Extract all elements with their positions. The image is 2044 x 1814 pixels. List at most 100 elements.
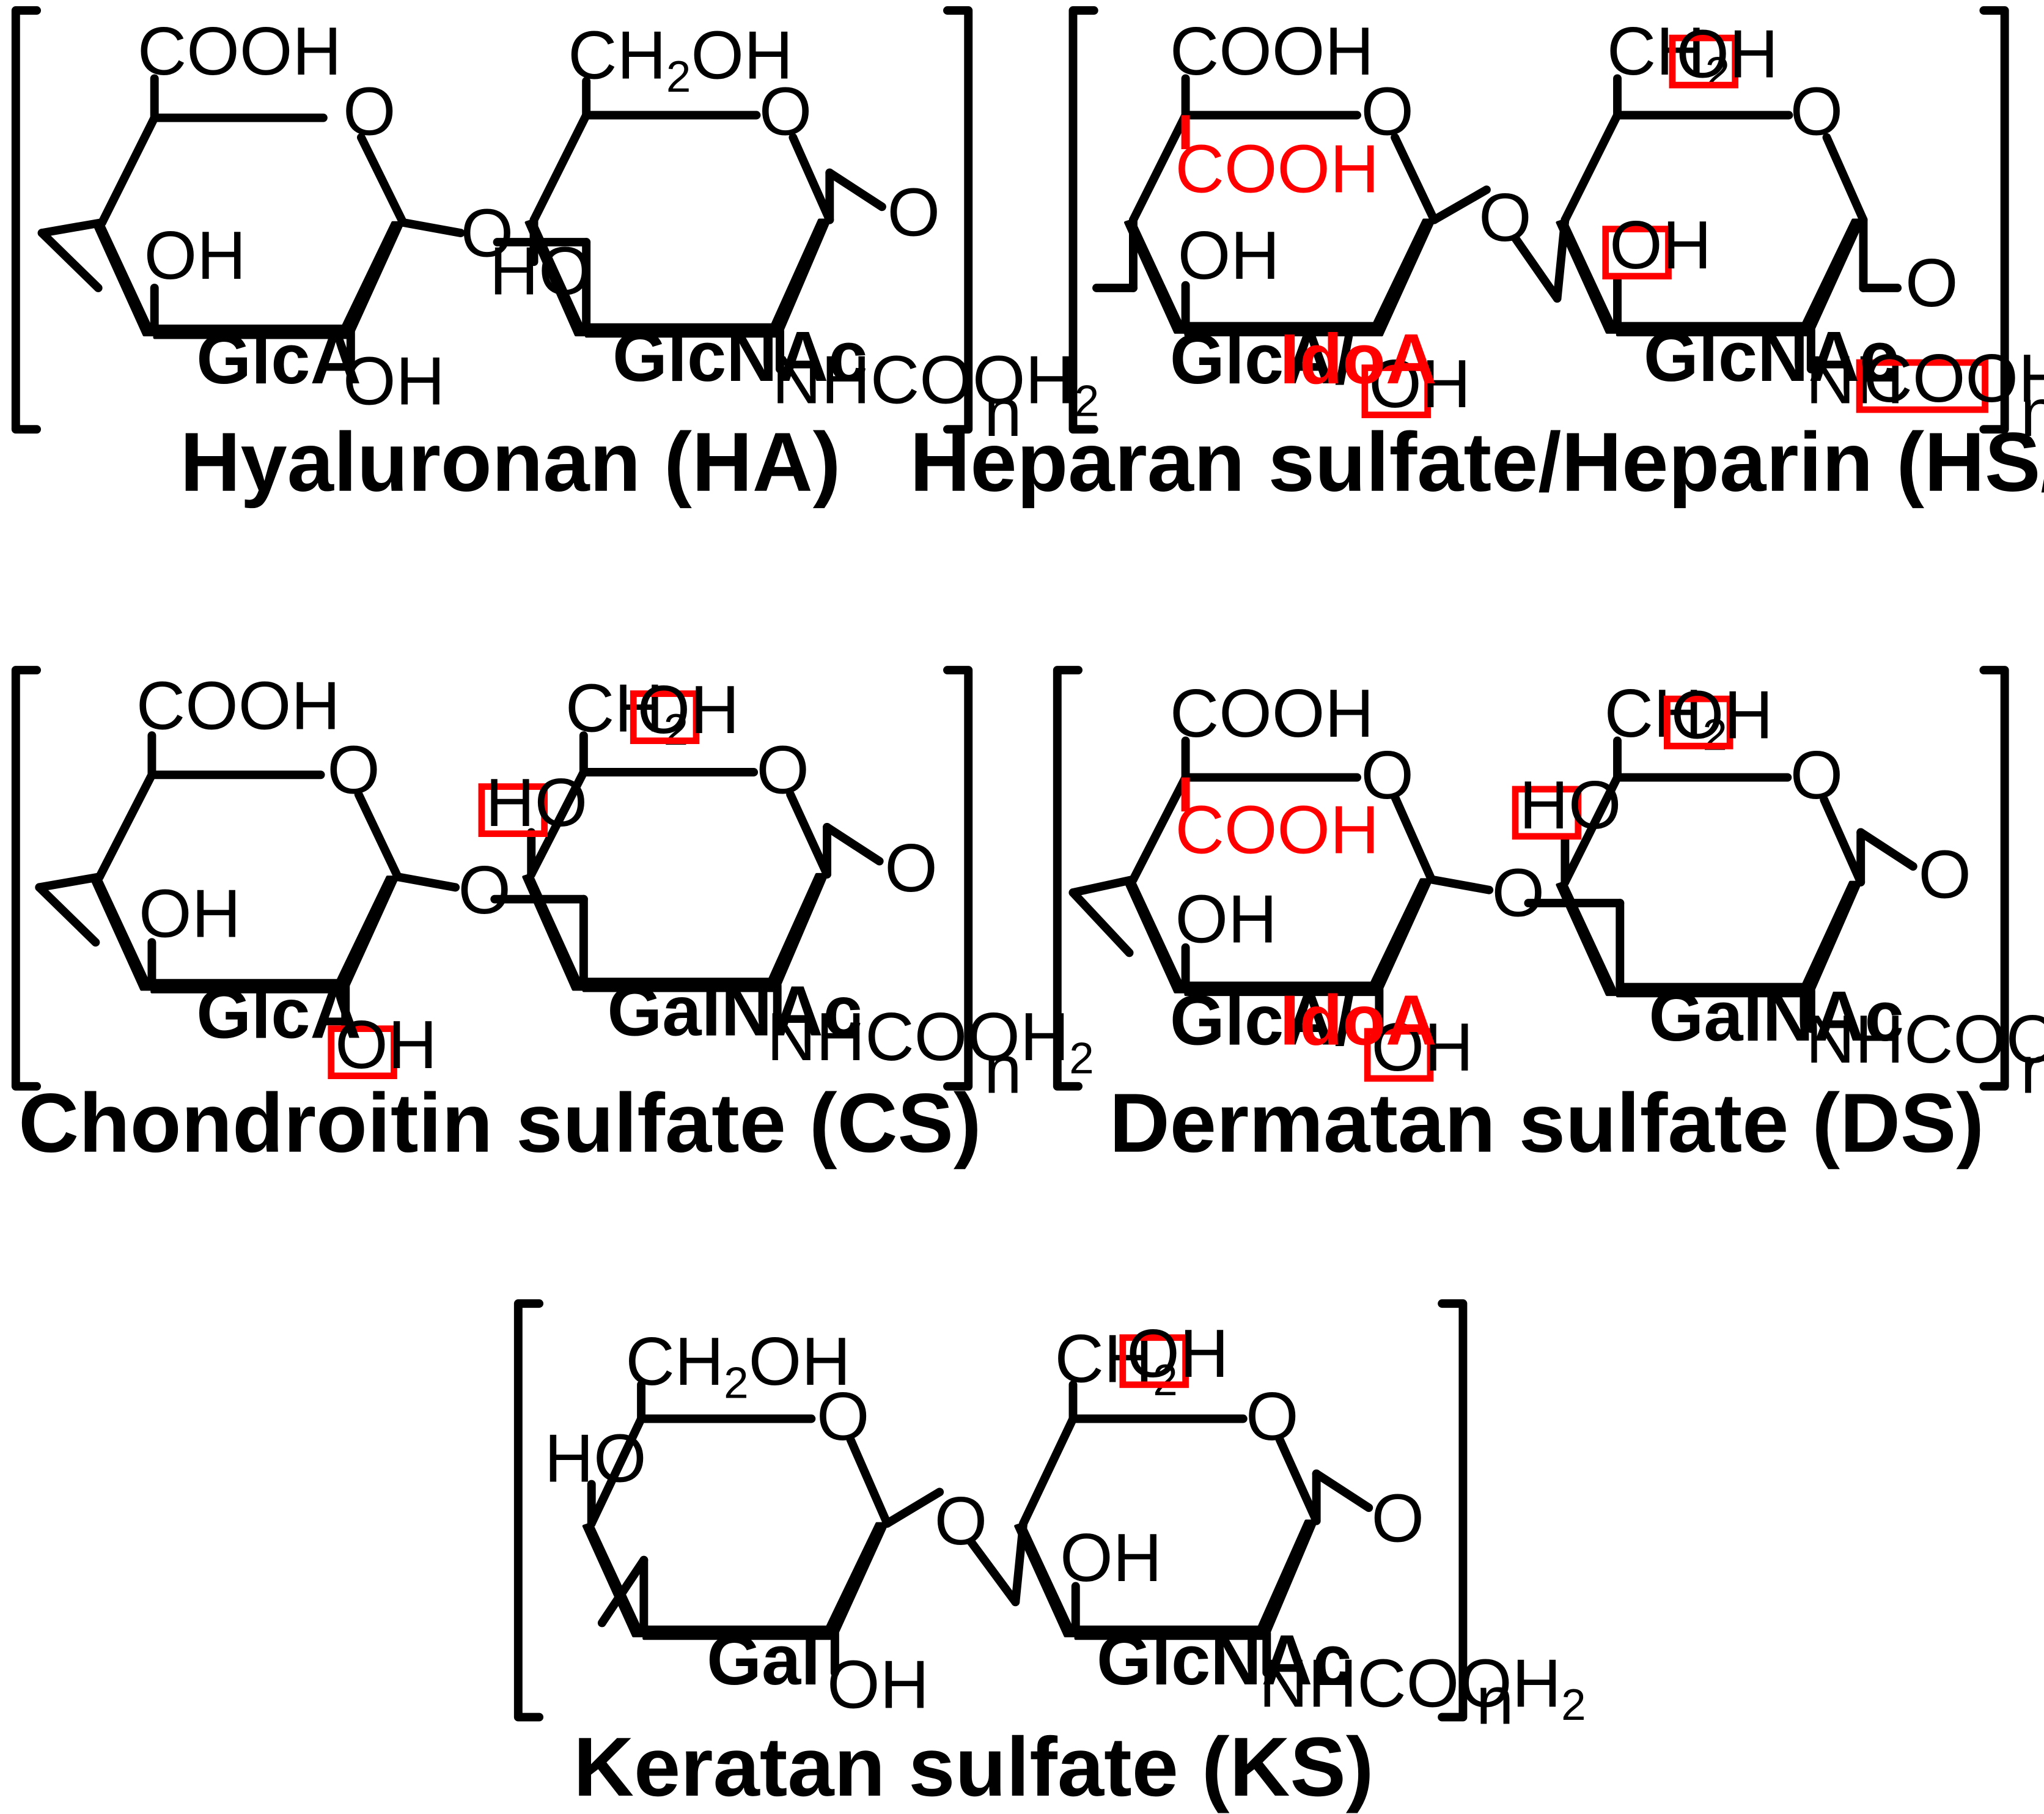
oh-label: OH (1178, 217, 1280, 293)
repeat-n: n (984, 374, 1022, 451)
cooh-label: COOH (138, 13, 342, 89)
ring-glca-idoa (1092, 74, 1491, 337)
left-bracket (11, 6, 42, 434)
oh-label: OH (1060, 1519, 1162, 1596)
ch2-label: CH2 (1605, 675, 1727, 759)
panel-chondroitin-sulfate: n O COOH OH OH GlcA O (11, 666, 1094, 1170)
right-bracket (943, 6, 973, 434)
sugar-glca: GlcA (196, 975, 361, 1053)
panel-dermatan-sulfate: n O COOH COOH OH OH GlcA/ IdoA O (1053, 666, 2044, 1170)
anomeric-oxygen: O (888, 174, 941, 250)
sugar-glca-slash: GlcA/ (1170, 320, 1355, 399)
nh-label: NH (1806, 341, 1904, 418)
oh-label-sulfated: OH (1671, 676, 1773, 753)
left-bracket (1053, 666, 1083, 1091)
sugar-glcnac: GlcNAc (1644, 317, 1899, 396)
sulfation-site-box (1512, 786, 1582, 840)
ch2oh-label: CH2OH (568, 17, 793, 101)
ring-glca (37, 74, 465, 374)
ring-galnac (490, 731, 884, 1031)
anomeric-oxygen: O (1905, 245, 1958, 321)
right-bracket (1979, 6, 2009, 434)
repeat-n: n (2020, 374, 2044, 451)
title-dermatan-sulfate: Dermatan sulfate (DS) (1109, 1077, 1984, 1170)
sulfation-site-box (1361, 364, 1431, 418)
oh-label-sulfated: OH (1372, 1009, 1474, 1085)
sugar-glca: GlcA (196, 320, 361, 399)
oh-label-sulfated: OH (1127, 1315, 1229, 1392)
ring-oxygen: O (1790, 73, 1844, 149)
sugar-galnac: GalNAc (1649, 977, 1904, 1056)
title-heparan-sulfate: Heparan sulfate/Heparin (HS/H) (910, 416, 2044, 509)
sulfation-site-box (1669, 34, 1739, 89)
nhcooh2-label: NHCOOH2 (772, 341, 1099, 426)
ring-oxygen: O (759, 73, 812, 149)
sulfation-site-box (630, 690, 700, 744)
sugar-glcnac: GlcNAc (1097, 1621, 1352, 1700)
title-chondroitin-sulfate: Chondroitin sulfate (CS) (18, 1077, 981, 1170)
sugar-glca-slash: GlcA/ (1170, 981, 1355, 1060)
ring-oxygen: O (1246, 1378, 1299, 1455)
oh-label: OH (343, 342, 445, 419)
left-bracket (513, 1299, 544, 1722)
oh-label-sulfated: OH (1676, 15, 1778, 92)
anomeric-oxygen: O (884, 830, 938, 906)
ring-glcnac (493, 76, 886, 374)
ho-label: HO (545, 1420, 647, 1496)
ring-oxygen: O (1361, 737, 1414, 813)
sulfation-site-box (1856, 359, 1988, 413)
sugar-idoa: IdoA (1280, 320, 1437, 399)
title-hyaluronan: Hyaluronan (HA) (180, 416, 841, 509)
ring-glca-idoa (1068, 736, 1494, 1031)
glycosidic-oxygen: O (458, 852, 511, 928)
left-bracket (11, 666, 42, 1091)
title-keratan-sulfate: Keratan sulfate (KS) (573, 1720, 1373, 1814)
cooh-label-iduronic: COOH (1175, 792, 1379, 868)
sugar-glcnac: GlcNAc (612, 317, 868, 396)
oh-label: OH (144, 217, 246, 293)
sulfation-site-box (1364, 1028, 1434, 1082)
ring-glcnac (1014, 1380, 1373, 1677)
ring-oxygen: O (817, 1378, 870, 1455)
ring-oxygen: O (343, 73, 396, 149)
ring-oxygen: O (1361, 73, 1414, 149)
sulfation-site-box (328, 1025, 397, 1080)
ring-glca (35, 731, 460, 1031)
cooh-label-iduronic: COOH (1175, 131, 1379, 207)
ch2-label: CH2 (1607, 13, 1730, 97)
panel-keratan-sulfate: n O CH2OH HO OH Gal O (513, 1299, 1586, 1814)
right-bracket (943, 666, 973, 1091)
anomeric-oxygen: O (1918, 836, 1971, 913)
panel-hyaluronan: n O COOH OH OH GlcA O (11, 6, 1099, 509)
oh-label-sulfated: OH (1609, 207, 1711, 283)
oh-label-sulfated: OH (1369, 345, 1471, 422)
sugar-galnac: GalNAc (607, 972, 862, 1050)
cooh2-label-sulfated: COOH2 (1863, 340, 2044, 424)
repeat-n: n (984, 1031, 1022, 1107)
right-bracket (1979, 666, 2009, 1091)
oh-label: OH (827, 1646, 929, 1723)
right-bracket (1438, 1299, 1468, 1722)
oh-label: OH (1175, 880, 1277, 957)
ring-oxygen: O (327, 731, 380, 808)
cooh-label: COOH (1170, 675, 1374, 751)
panel-heparan-sulfate: n O COOH COOH OH OH GlcA/ IdoA O (910, 6, 2044, 509)
ch2oh-label: CH2OH (625, 1323, 850, 1407)
sugar-gal: Gal (707, 1621, 820, 1700)
nhcooh2-label: NHCOOH2 (767, 998, 1094, 1083)
cooh-label: COOH (136, 667, 340, 743)
ho-label: HO (490, 233, 592, 309)
ring-oxygen: O (1790, 737, 1844, 813)
nhcooh2-label: NHCOOH2 (1259, 1645, 1586, 1729)
ch2-label: CH2 (565, 670, 688, 754)
ring-oxygen: O (756, 731, 809, 808)
sulfation-site-box (1664, 695, 1733, 750)
oh-label-sulfated: OH (335, 1006, 437, 1083)
anomeric-oxygen: O (1372, 1480, 1425, 1557)
ring-galnac (1524, 736, 1917, 1033)
nhcooh2-label: NHCOOH2 (1806, 1001, 2044, 1085)
ring-glcnac (1556, 74, 1902, 374)
repeat-n: n (2020, 1031, 2044, 1107)
sulfation-site-box (1602, 226, 1672, 280)
glycosidic-oxygen: O (461, 195, 514, 271)
